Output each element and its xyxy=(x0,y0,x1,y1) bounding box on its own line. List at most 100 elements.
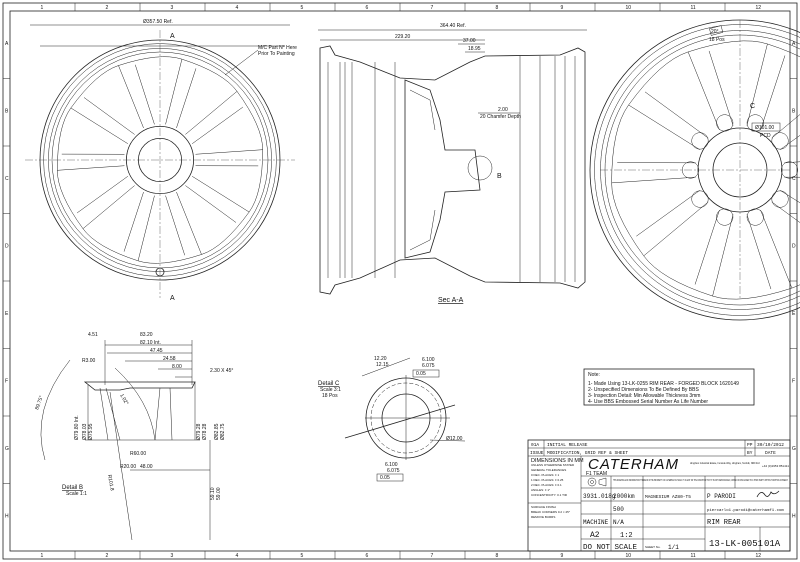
grid-row-label: H xyxy=(5,513,9,519)
spoke-edge xyxy=(746,214,772,290)
grid-column-label: 12 xyxy=(756,553,762,559)
surface-finish-line: REMOVE BURRS xyxy=(531,515,555,519)
rev-header: MODIFICATION, GRID REF & SHEET xyxy=(547,450,628,456)
detail-b-dim: 1.02° xyxy=(118,393,129,406)
tolerance-line: 1 DEC. PLACES: ± 0.25 xyxy=(531,478,564,482)
detail-b-dim: 48.00 xyxy=(140,464,153,470)
front-view: Ø357.50 Ref. M/C Part N° Here Prior To P… xyxy=(25,19,297,302)
detail-b-dim: R20.00 xyxy=(120,464,136,470)
chamfer-note: 20 Chamfer Depth xyxy=(480,114,521,120)
rear-view: 20° 18 Pos C Ø101.00 PCD xyxy=(589,19,800,321)
spoke-edge xyxy=(760,55,786,131)
detail-b-dim: Ø79.28 xyxy=(196,423,202,440)
detail-b-dim: 4.51 xyxy=(88,332,98,338)
dim-inner: 229.20 xyxy=(395,34,411,40)
confidential-notice: THIS DRAWING AND INFORMATION THEREON IS … xyxy=(613,479,788,482)
detail-ref-b: B xyxy=(497,173,502,180)
grid-row-label: C xyxy=(5,176,9,182)
surface-finish-line: SURFACE FINISH xyxy=(531,505,556,509)
grid-column-label: 12 xyxy=(756,5,762,11)
drawn-by: P PARODI xyxy=(707,493,736,500)
dim-18: 18.95 xyxy=(468,46,481,52)
tolerance-line: GENERAL TOLERANCES xyxy=(531,468,566,472)
grid-row-label: F xyxy=(792,378,795,384)
detail-b-dim: 82.10 Int. xyxy=(140,340,161,346)
spoke xyxy=(57,107,125,171)
phone: +44 (0)1953 851411 xyxy=(762,464,789,468)
detail-b-dim: Ø82.75 xyxy=(220,423,226,440)
paper-size: A2 xyxy=(590,531,600,540)
grid-column-label: 6 xyxy=(366,553,369,559)
detail-b-title: Detail B xyxy=(62,485,83,491)
grid-column-label: 5 xyxy=(301,553,304,559)
tolerance-line: ANGLES: ± 1° xyxy=(531,488,551,492)
part-note: Prior To Painting xyxy=(258,51,295,57)
grid-row-label: E xyxy=(792,311,796,317)
dim: 12.20 xyxy=(374,356,387,362)
spoke-edge xyxy=(83,97,135,135)
pcd-dim: Ø101.00 xyxy=(755,125,774,131)
tolerance-line: 2 DEC. PLACES: ± 0.1 xyxy=(531,483,562,487)
grid-row-label: D xyxy=(5,243,9,249)
bolt-hole xyxy=(746,208,764,226)
grid-row-label: A xyxy=(792,41,796,47)
process: MACHINE xyxy=(583,519,609,526)
note-item: 4- Use BBS Embossed Serial Number As Lif… xyxy=(588,399,708,405)
grid-column-label: 3 xyxy=(171,553,174,559)
notes-heading: Note: xyxy=(588,372,600,378)
detail-b-scale: Scale 1:1 xyxy=(66,491,87,497)
spoke-edge xyxy=(135,64,155,125)
spoke xyxy=(780,190,800,289)
grid-column-label: 7 xyxy=(431,553,434,559)
company-logo: CATERHAM xyxy=(588,456,679,473)
spoke-edge xyxy=(123,191,144,252)
address: Hingham Industrial Estate, Ironside Way,… xyxy=(690,461,760,465)
angle-dim: 20° xyxy=(711,29,719,35)
surface-finish-line: BREAK CORNERS 0.2 × 45° xyxy=(531,510,571,514)
spoke xyxy=(687,40,768,131)
grid-row-label: D xyxy=(792,243,796,249)
grid-column-label: 1 xyxy=(41,553,44,559)
rev-desc: INITIAL RELEASE xyxy=(547,442,588,448)
spoke-edge xyxy=(780,135,800,150)
grid-column-label: 9 xyxy=(561,553,564,559)
spoke-edge xyxy=(176,68,197,129)
spoke-edge xyxy=(694,209,720,285)
spoke xyxy=(118,56,183,129)
lifing: 2000km xyxy=(613,493,635,500)
section-view: 364.40 Ref. 229.20 37.00 18.95 2.00 20 C… xyxy=(318,23,587,304)
dim-overall: 364.40 Ref. xyxy=(440,23,466,29)
title-block: 01A INITIAL RELEASE PP 30/10/2012 ISSUE … xyxy=(527,439,791,552)
detail-b-dim: Ø75.95 xyxy=(88,423,94,440)
spoke xyxy=(643,214,734,297)
spoke-edge xyxy=(771,201,800,223)
spoke xyxy=(611,182,709,257)
spoke-edge xyxy=(636,190,700,237)
detail-c-count: 18 Pos xyxy=(322,393,338,399)
spoke xyxy=(137,191,202,264)
detail-c: 12.20 12.15 6.100 6.075 0.05 Ø12.00 6.10… xyxy=(318,356,466,482)
tolerance-line: CONCENTRICITY: 0.1 TIR xyxy=(531,493,568,497)
grid-column-label: 4 xyxy=(236,553,239,559)
spoke xyxy=(165,58,238,125)
spoke xyxy=(191,176,250,255)
bolt-hole xyxy=(716,208,734,226)
grid-column-label: 4 xyxy=(236,5,239,11)
bolt-hole xyxy=(781,161,798,179)
finish: N/A xyxy=(613,519,624,526)
part-number: 13-LK-0051 xyxy=(709,539,763,549)
spoke xyxy=(712,209,793,300)
grid-column-label: 10 xyxy=(626,5,632,11)
description: RIM REAR xyxy=(707,519,741,527)
detail-c-title: Detail C xyxy=(318,381,340,387)
section-mark: A xyxy=(170,33,175,40)
detail-ref-c: C xyxy=(750,103,755,110)
detail-b-dim: Ø79.80 Int. xyxy=(74,415,80,440)
detail-b-dim: 24.58 xyxy=(163,356,176,362)
grid-row-label: C xyxy=(792,176,796,182)
grid-column-label: 7 xyxy=(431,5,434,11)
dim: 6.100 xyxy=(422,357,435,363)
grid-column-label: 10 xyxy=(626,553,632,559)
